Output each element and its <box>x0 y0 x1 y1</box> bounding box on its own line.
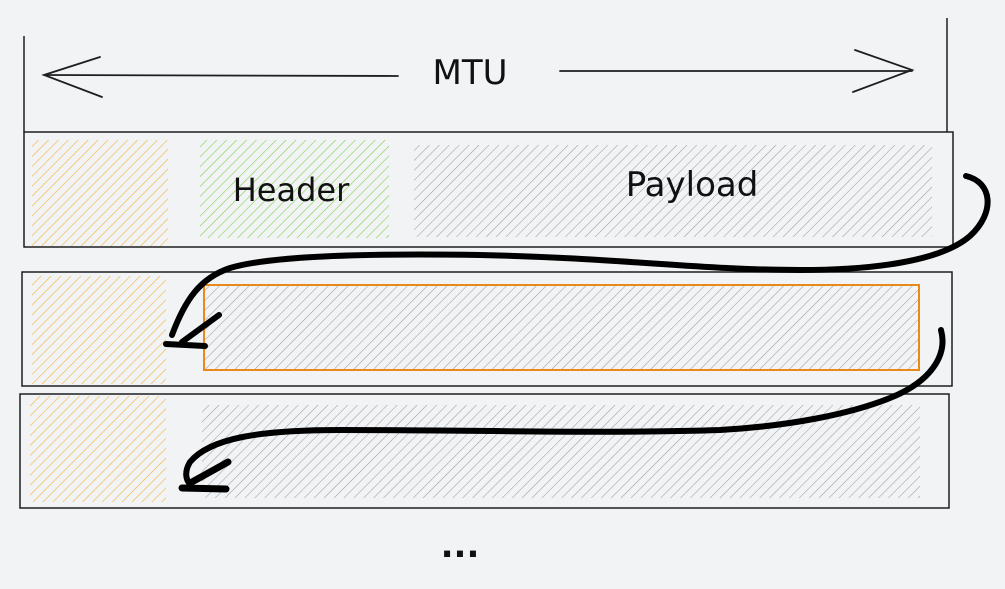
packet-1-prefix-block <box>32 140 168 246</box>
packet-1: Header Payload <box>23 131 954 248</box>
mtu-dimension: MTU <box>23 18 948 132</box>
mtu-left-arrow <box>41 56 399 98</box>
packet-2-frame <box>21 271 953 387</box>
payload-label: Payload <box>626 165 759 205</box>
packet-2-prefix-block <box>32 276 166 384</box>
continuation-arrow-1 <box>163 173 991 349</box>
header-block <box>200 140 389 238</box>
mtu-right-arrow <box>559 49 915 93</box>
packet-2 <box>21 271 953 387</box>
continuation-ellipsis: ... <box>441 526 480 566</box>
packet-3-frame <box>19 393 950 509</box>
packet-3 <box>19 393 950 509</box>
packet-2-payload-block <box>203 284 920 371</box>
continuation-arrow-2 <box>178 327 946 493</box>
packet-1-frame <box>23 131 954 248</box>
header-label: Header <box>233 171 350 209</box>
packet-3-prefix-block <box>30 396 166 502</box>
mtu-label: MTU <box>433 53 508 93</box>
payload-block <box>414 145 932 237</box>
